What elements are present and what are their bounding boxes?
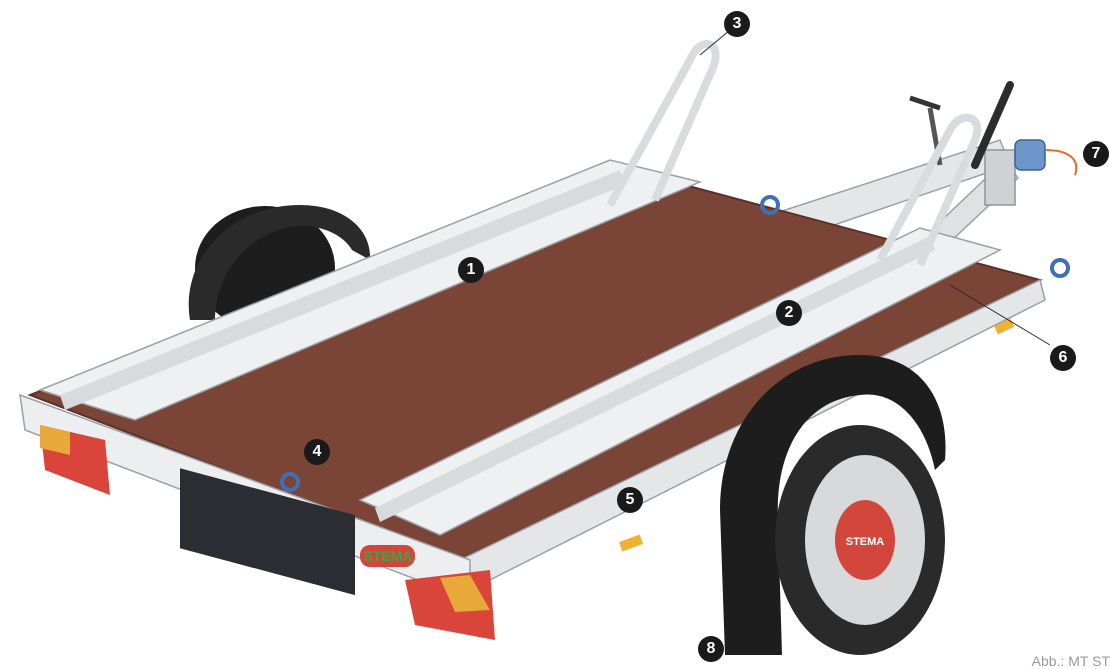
leader-line-3 xyxy=(699,29,731,56)
callout-7: 7 xyxy=(1083,141,1109,167)
callout-6: 6 xyxy=(1050,345,1076,371)
callout-8: 8 xyxy=(698,636,724,662)
brand-sticker: STEMA xyxy=(360,545,415,567)
loading-rail-1 xyxy=(37,159,703,421)
side-reflector xyxy=(618,534,644,552)
callout-2: 2 xyxy=(776,300,802,326)
svg-text:STEMA: STEMA xyxy=(364,548,413,564)
figure-caption: Abb.: MT ST xyxy=(1031,653,1110,669)
callout-3: 3 xyxy=(724,11,750,37)
tail-light-right xyxy=(405,570,495,640)
wheel-chock-rear xyxy=(876,113,982,267)
side-reflector xyxy=(994,318,1015,335)
callout-1: 1 xyxy=(458,257,484,283)
eyelet xyxy=(760,195,780,215)
wheel-chock-3 xyxy=(606,40,720,207)
tail-light-left xyxy=(40,425,110,495)
number-plate-area xyxy=(180,468,355,596)
front-right-wheel: STEMA xyxy=(720,355,946,655)
leader-line-6 xyxy=(949,284,1051,346)
hub-brand-label: STEMA xyxy=(846,536,885,548)
eyelet xyxy=(280,472,300,492)
callout-5: 5 xyxy=(617,487,643,513)
eyelet xyxy=(1050,258,1070,278)
callout-4: 4 xyxy=(304,439,330,465)
